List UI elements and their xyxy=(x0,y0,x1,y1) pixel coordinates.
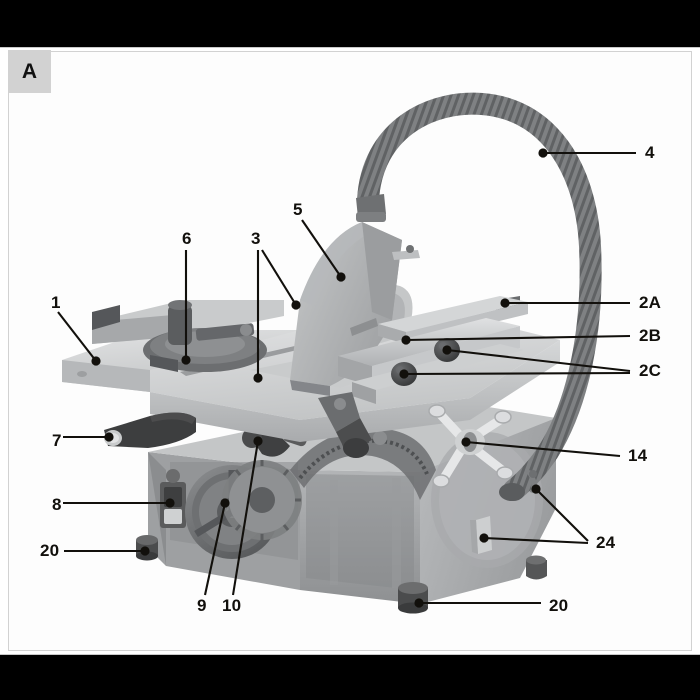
drive-pulley-assembly xyxy=(185,460,302,559)
leader-dot-9 xyxy=(220,498,230,508)
callout-label-c9: 9 xyxy=(197,596,207,615)
leader-line-2c xyxy=(446,348,631,373)
leader-dot-24 xyxy=(531,484,541,494)
leader-line-24-b xyxy=(483,536,589,545)
leader-line-10 xyxy=(231,440,260,596)
figure-letter-badge: A xyxy=(8,50,51,93)
saw-artwork xyxy=(62,92,602,614)
callout-label-c6: 6 xyxy=(182,229,192,248)
callout-label-c2c: 2C xyxy=(639,361,662,380)
leader-dot-3-b xyxy=(291,300,301,310)
leader-dot-7 xyxy=(104,432,114,442)
callout-label-c24: 24 xyxy=(596,533,616,552)
leader-line-5 xyxy=(301,219,342,278)
leader-line-1 xyxy=(57,311,97,362)
blade-height-handwheel xyxy=(428,404,514,488)
callout-leader-lines xyxy=(57,148,636,608)
callout-label-c8: 8 xyxy=(52,495,62,514)
leader-dot-8 xyxy=(165,498,175,508)
leader-dot-2b xyxy=(401,335,411,345)
push-stick-holder xyxy=(104,412,196,448)
leader-dot-5 xyxy=(336,272,346,282)
front-clamp-lever xyxy=(318,392,372,458)
callout-label-c2b: 2B xyxy=(639,326,662,345)
dust-extraction-hose xyxy=(356,92,602,501)
callout-label-c4: 4 xyxy=(645,143,655,162)
callout-label-c5: 5 xyxy=(293,200,303,219)
leader-line-2c-b xyxy=(403,371,631,376)
leader-dot-6 xyxy=(181,355,191,365)
leader-dot-2c-b xyxy=(399,369,409,379)
callout-label-c10: 10 xyxy=(222,596,242,615)
leader-line-3-b xyxy=(261,249,297,306)
callout-label-c20b: 20 xyxy=(549,596,569,615)
leader-dot-4 xyxy=(538,148,548,158)
leader-dot-10 xyxy=(253,436,263,446)
leader-dot-2c xyxy=(442,345,452,355)
blade-guard xyxy=(290,222,420,396)
leader-dot-2a xyxy=(500,298,510,308)
leader-dot-1 xyxy=(91,356,101,366)
leader-dot-20 xyxy=(414,598,424,608)
callout-label-c3: 3 xyxy=(251,229,261,248)
leader-dot-24-b xyxy=(479,533,489,543)
leader-dot-14 xyxy=(461,437,471,447)
callout-label-c1: 1 xyxy=(51,293,61,312)
leader-dot-3 xyxy=(253,373,263,383)
leader-line-14 xyxy=(465,440,621,458)
callout-label-c20: 20 xyxy=(40,541,60,560)
leader-line-9 xyxy=(203,502,227,596)
leader-line-2b xyxy=(405,334,631,342)
callout-label-c14: 14 xyxy=(628,446,648,465)
leader-dot-20 xyxy=(140,546,150,556)
leader-line-24 xyxy=(535,488,589,542)
bevel-quadrant xyxy=(290,428,436,500)
callout-label-c7: 7 xyxy=(52,431,62,450)
callout-label-c2a: 2A xyxy=(639,293,662,312)
